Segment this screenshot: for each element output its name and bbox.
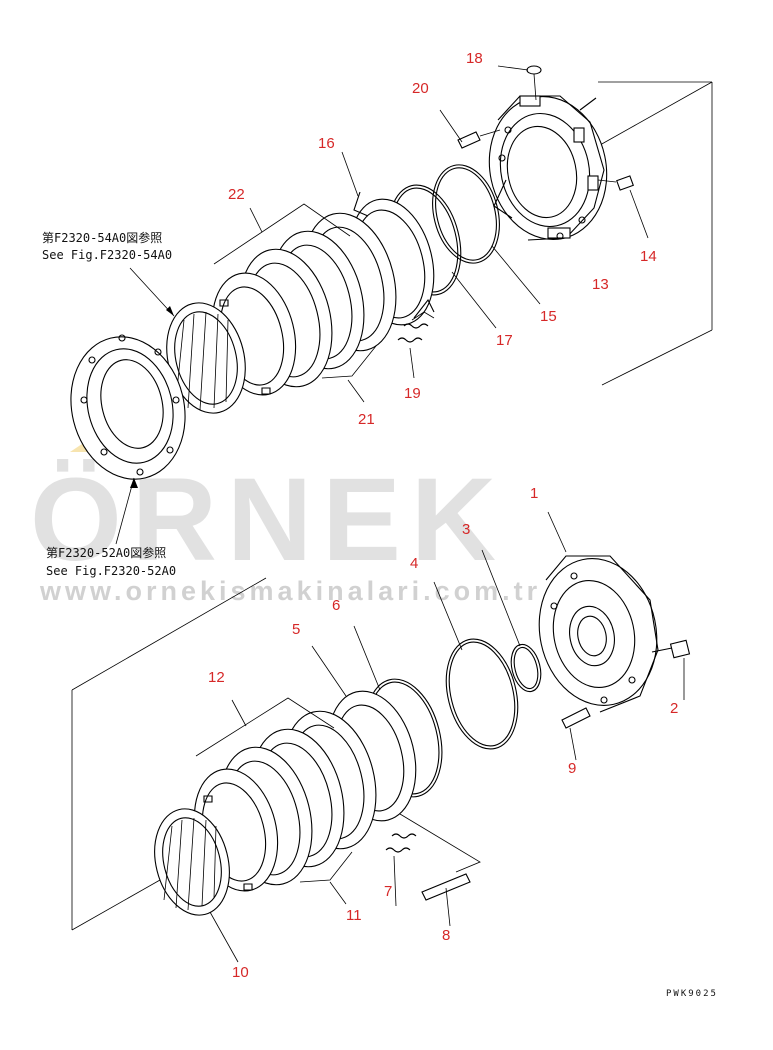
- callouts: 1 2 3 4 5 6 7 8 9 10 11 12 13 14 15 16 1…: [208, 50, 678, 981]
- part-13-housing: [488, 95, 608, 241]
- part-3-oring: [481, 549, 542, 693]
- callout-10: 10: [232, 964, 249, 981]
- ref-lower-en: See Fig.F2320-52A0: [46, 564, 176, 578]
- callout-14: 14: [640, 248, 657, 265]
- reference-arrows: [115, 267, 175, 545]
- part-19-springs: [397, 311, 435, 379]
- callout-17: 17: [496, 332, 513, 349]
- lower-frame-bottom: [71, 879, 161, 931]
- watermark: ÖRNEK www.ornekismakinalari.com.tr: [30, 440, 541, 606]
- upper-frame-bottom: [601, 329, 713, 386]
- part-1-housing: [538, 511, 659, 713]
- callout-11: 11: [346, 907, 362, 924]
- drawing-code: PWK9025: [666, 989, 718, 999]
- part-14-plug: [597, 175, 649, 239]
- part-12-bracket: [195, 697, 335, 757]
- part-4-ring: [433, 581, 519, 750]
- ref-lower-jp: 第F2320-52A0図参照: [46, 545, 166, 560]
- part-8-pin: [421, 873, 471, 927]
- watermark-url: www.ornekismakinalari.com.tr: [39, 576, 541, 606]
- callout-21: 21: [358, 411, 375, 428]
- callout-12: 12: [208, 669, 225, 686]
- callout-18: 18: [466, 50, 483, 67]
- callout-2: 2: [670, 700, 678, 717]
- lower-frame-top: [71, 577, 267, 691]
- part-15-ring: [432, 164, 541, 305]
- callout-15: 15: [540, 308, 557, 325]
- ref-upper-en: See Fig.F2320-54A0: [42, 248, 172, 262]
- part-20-bolt: [439, 109, 501, 149]
- callout-22: 22: [228, 186, 245, 203]
- callout-20: 20: [412, 80, 429, 97]
- ref-upper-jp: 第F2320-54A0図参照: [42, 230, 162, 245]
- part-18-pin: [497, 65, 542, 101]
- part-22-bracket: [213, 203, 351, 265]
- upper-frame-link: [599, 81, 713, 146]
- part-2-bolt: [651, 639, 691, 700]
- part-9-pin: [561, 707, 591, 761]
- callout-9: 9: [568, 760, 576, 777]
- callout-6: 6: [332, 597, 340, 614]
- callout-5: 5: [292, 621, 300, 638]
- upper-carrier-ring: [166, 302, 246, 414]
- part-7-springs: [385, 813, 481, 907]
- callout-1: 1: [530, 485, 538, 502]
- callout-3: 3: [462, 521, 470, 538]
- callout-19: 19: [404, 385, 421, 402]
- left-housing: [70, 334, 186, 480]
- callout-8: 8: [442, 927, 450, 944]
- part-10-bearing: [154, 808, 239, 963]
- watermark-brand: ÖRNEK: [30, 454, 506, 586]
- callout-7: 7: [384, 883, 392, 900]
- callout-13: 13: [592, 276, 609, 293]
- callout-4: 4: [410, 555, 418, 572]
- callout-16: 16: [318, 135, 335, 152]
